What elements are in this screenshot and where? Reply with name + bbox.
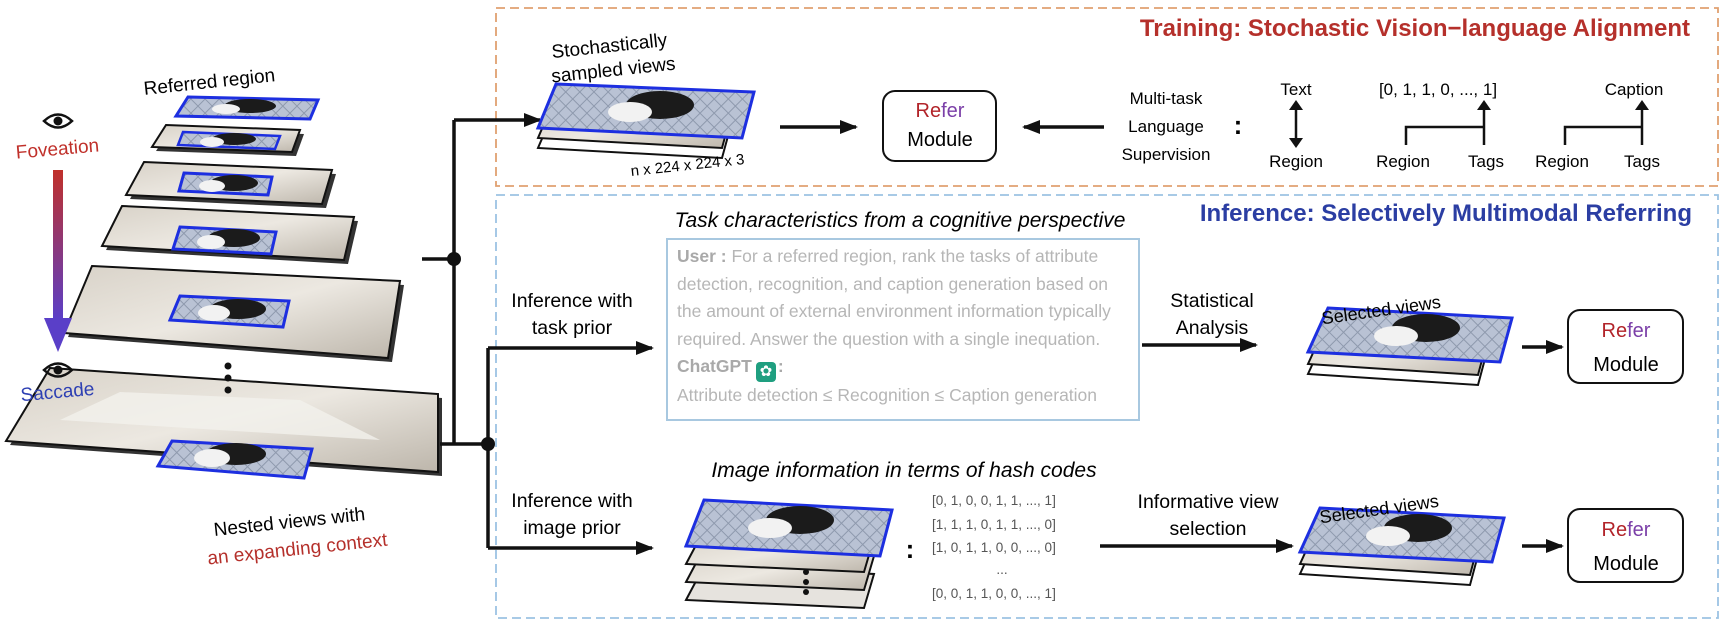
supervision-line1: Multi-task bbox=[1130, 89, 1203, 108]
user-question: For a referred region, rank the tasks of… bbox=[677, 246, 1111, 349]
junction-dot bbox=[447, 252, 461, 266]
eye-icon bbox=[42, 113, 74, 129]
svg-text:Refer: Refer bbox=[1602, 320, 1651, 342]
tags-label: Tags bbox=[1624, 152, 1660, 171]
chatgpt-answer: Attribute detection ≤ Recognition ≤ Capt… bbox=[677, 385, 1098, 405]
sampled-views-stack bbox=[535, 82, 756, 160]
region-label: Region bbox=[1269, 152, 1323, 171]
refer-fer: fer bbox=[1627, 519, 1651, 541]
caption-label: Caption bbox=[1605, 80, 1664, 99]
text-label: Text bbox=[1280, 80, 1311, 99]
foveation-label: Foveation bbox=[15, 135, 100, 163]
tags-label: Tags bbox=[1468, 152, 1504, 171]
supervision-colon: : bbox=[1234, 110, 1243, 140]
refer-fer: fer bbox=[1627, 320, 1651, 342]
inference-title: Inference: Selectively Multimodal Referr… bbox=[1200, 200, 1692, 227]
module-label: Module bbox=[907, 129, 973, 151]
region-caption-connector bbox=[1563, 108, 1644, 145]
chatgpt-label: ChatGPT bbox=[677, 356, 752, 376]
info-line1: Informative view bbox=[1138, 491, 1280, 513]
refer-re: Re bbox=[1602, 320, 1628, 342]
stat-line1: Statistical bbox=[1170, 290, 1253, 312]
nested-view-layer bbox=[62, 264, 404, 362]
refer-module-training: Refer Module bbox=[882, 90, 997, 162]
image-prior-line2: image prior bbox=[523, 517, 621, 539]
foveation-arrow-shaft bbox=[53, 170, 63, 320]
hash-code: [0, 1, 0, 0, 1, 1, ..., 1] bbox=[932, 493, 1056, 508]
region-tags-connector bbox=[1404, 108, 1486, 145]
chatgpt-icon: ✿ bbox=[755, 362, 776, 382]
foveation-arrow-head bbox=[44, 318, 72, 352]
nested-view-layer bbox=[4, 366, 442, 480]
training-panel-border bbox=[495, 7, 1719, 187]
region-label: Region bbox=[1535, 152, 1589, 171]
prompt-text: User : For a referred region, rank the t… bbox=[677, 243, 1133, 417]
refer-fer: fer bbox=[941, 100, 965, 122]
nested-views-stack bbox=[4, 95, 442, 480]
hash-heading: Image information in terms of hash codes bbox=[711, 459, 1097, 482]
refer-re: Re bbox=[916, 100, 942, 122]
arrow-head bbox=[1635, 100, 1649, 110]
inference-panel-border bbox=[495, 194, 1719, 619]
arrow-head bbox=[1477, 100, 1491, 110]
tag-vector-label: [0, 1, 1, 0, ..., 1] bbox=[1379, 80, 1497, 99]
hash-code: [1, 1, 1, 0, 1, 1, ..., 0] bbox=[932, 517, 1056, 532]
supervision-line2: Language bbox=[1128, 117, 1204, 136]
chatgpt-colon: : bbox=[777, 356, 784, 376]
svg-text:Refer: Refer bbox=[916, 100, 965, 122]
hash-code: [1, 0, 1, 1, 0, 0, ..., 0] bbox=[932, 540, 1056, 555]
hash-code: ... bbox=[996, 562, 1007, 577]
hash-colon: : bbox=[906, 534, 915, 564]
module-label: Module bbox=[1593, 553, 1659, 575]
selected-views-stack-task bbox=[1305, 306, 1514, 387]
refer-module-task: Refer Module bbox=[1567, 309, 1684, 384]
training-title: Training: Stochastic Vision−language Ali… bbox=[1140, 15, 1690, 42]
referred-region-label: Referred region bbox=[143, 65, 277, 100]
nested-view-layer bbox=[124, 160, 336, 208]
hash-views-stack bbox=[683, 498, 894, 610]
svg-text:Refer: Refer bbox=[1602, 519, 1651, 541]
image-prior-line1: Inference with bbox=[511, 490, 632, 512]
stat-line2: Analysis bbox=[1176, 317, 1249, 339]
hash-code: [0, 0, 1, 1, 0, 0, ..., 1] bbox=[932, 586, 1056, 601]
supervision-line3: Supervision bbox=[1122, 145, 1211, 164]
refer-re: Re bbox=[1602, 519, 1628, 541]
bidirectional-arrow bbox=[1289, 100, 1303, 148]
nested-view-layer bbox=[150, 123, 304, 156]
module-label: Module bbox=[1593, 354, 1659, 376]
user-label: User : bbox=[677, 246, 727, 266]
task-heading: Task characteristics from a cognitive pe… bbox=[675, 209, 1126, 232]
info-line2: selection bbox=[1170, 518, 1247, 540]
nested-view-layer bbox=[100, 204, 358, 264]
hash-code-list: [0, 1, 0, 0, 1, 1, ..., 1] [1, 1, 1, 0, … bbox=[932, 493, 1056, 601]
prompt-box bbox=[666, 238, 1140, 421]
junction-dot bbox=[481, 437, 495, 451]
selected-views-stack-image bbox=[1297, 506, 1506, 587]
refer-module-image: Refer Module bbox=[1567, 508, 1684, 583]
region-label: Region bbox=[1376, 152, 1430, 171]
nested-view-layer bbox=[173, 95, 321, 121]
eye-icon bbox=[42, 362, 74, 378]
task-prior-line1: Inference with bbox=[511, 290, 632, 312]
task-prior-line2: task prior bbox=[532, 317, 613, 339]
